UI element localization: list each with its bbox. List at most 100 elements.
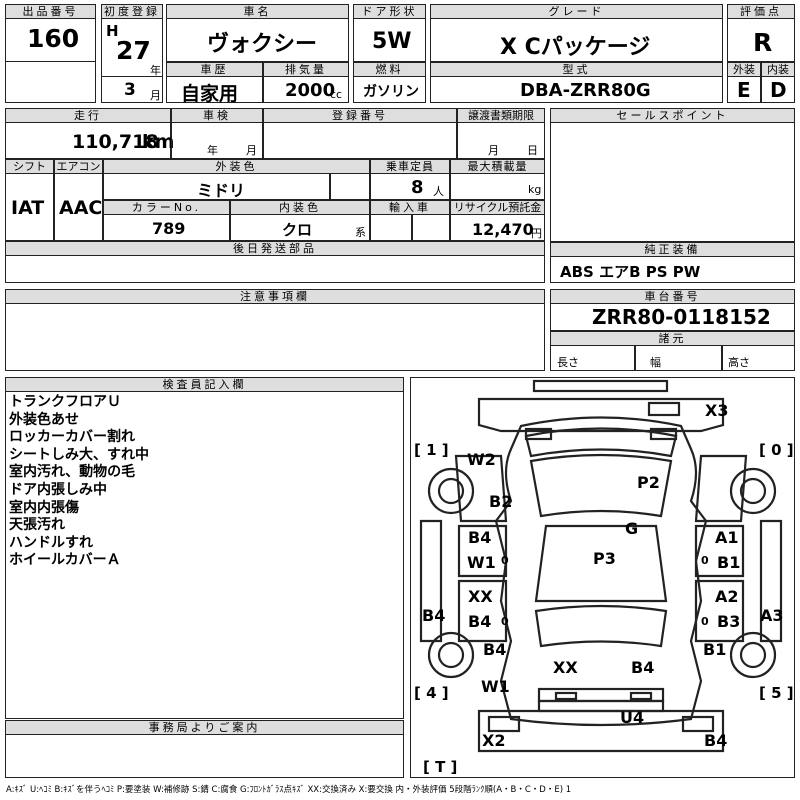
inspector-note: 室内汚れ、動物の毛 xyxy=(9,464,136,481)
corner-5: [ 5 ] xyxy=(759,684,794,702)
genuine-label: 純正装備 xyxy=(550,242,795,257)
fuel-box xyxy=(353,76,426,103)
first-reg-divider xyxy=(101,76,163,77)
ext-grade-box xyxy=(727,76,761,103)
fuel-label: 燃料 xyxy=(353,62,426,77)
inspector-note: ロッカーカバー割れ xyxy=(9,429,135,446)
office-label: 事務局よりご案内 xyxy=(5,720,404,735)
dmg-u4: U4 xyxy=(620,708,644,727)
history: 自家用 xyxy=(181,83,239,105)
transfer-box xyxy=(457,122,545,159)
dmg-a3: A3 xyxy=(760,606,784,625)
inspector-label: 検査員記入欄 xyxy=(5,377,404,392)
first-reg-month: 3 xyxy=(124,80,136,100)
transfer-month-unit: 月 xyxy=(488,144,499,157)
inspector-note: ホイールカバーＡ xyxy=(9,552,121,569)
door-box xyxy=(353,18,426,62)
chassis: ZRR80-0118152 xyxy=(592,305,771,329)
inspection-label: 車検 xyxy=(171,108,263,123)
dmg-b4-side: B4 xyxy=(422,606,445,625)
person-unit: 人 xyxy=(433,185,444,198)
spec-height-box xyxy=(722,345,795,371)
first-reg-box xyxy=(101,18,163,103)
color-no-label: カラーNo. xyxy=(103,200,230,215)
import-label: 輸入車 xyxy=(370,200,450,215)
dmg-b3: B3 xyxy=(717,612,740,631)
corner-4: [ 4 ] xyxy=(414,684,449,702)
inspector-note: ドア内張しみ中 xyxy=(9,481,107,498)
inspector-note: 天張汚れ xyxy=(9,517,65,534)
max-load-label: 最大積載量 xyxy=(450,159,545,174)
sales-box xyxy=(550,122,795,242)
genuine: ABS エアB PS PW xyxy=(560,263,701,281)
score: R xyxy=(753,28,773,57)
model: DBA-ZRR80G xyxy=(520,80,651,101)
inspector-note: ハンドルすれ xyxy=(9,534,93,551)
shift-label: シフト xyxy=(5,159,54,174)
int-grade-label: 内装 xyxy=(761,62,795,77)
dmg-g: G xyxy=(625,519,638,538)
car-name-box xyxy=(166,18,349,62)
inspector-notes: トランクフロアＵ 外装色あせ ロッカーカバー割れ シートしみ大、すれ中 室内汚れ… xyxy=(9,394,149,570)
genuine-box xyxy=(550,256,795,283)
reg-no-box xyxy=(263,122,457,159)
import-box xyxy=(370,214,412,241)
corner-t: [ T ] xyxy=(423,758,457,776)
inspector-box xyxy=(5,391,404,719)
ext-grade-label: 外装 xyxy=(727,62,761,77)
color-no-box xyxy=(103,214,230,241)
notes-label: 注意事項欄 xyxy=(5,289,545,304)
zero-l1: 0 xyxy=(501,554,509,567)
zero-r2: 0 xyxy=(701,615,709,628)
zero-l2: 0 xyxy=(501,615,509,628)
score-label: 評価点 xyxy=(727,4,795,19)
ext-color-label: 外装色 xyxy=(103,159,370,174)
yen-unit: 円 xyxy=(531,227,542,240)
recycle: 12,470 xyxy=(472,220,534,239)
dmg-x3: X3 xyxy=(705,401,728,420)
inspector-note: トランクフロアＵ xyxy=(9,394,121,410)
grade-box xyxy=(430,18,723,62)
capacity: 8 xyxy=(411,177,424,198)
inspection-month-unit: 月 xyxy=(246,144,257,157)
zero-r1: 0 xyxy=(701,554,709,567)
ext-color-box2 xyxy=(330,173,370,200)
first-reg-year: 27 xyxy=(116,36,151,65)
mileage-box xyxy=(5,122,171,159)
dmg-b2: B2 xyxy=(489,492,512,511)
car-name-label: 車名 xyxy=(166,4,349,19)
displacement-box xyxy=(263,76,349,103)
inspector-note: 外装色あせ xyxy=(9,411,79,428)
aircon-box xyxy=(54,173,103,241)
model-label: 型式 xyxy=(430,62,723,77)
dmg-b1-2: B1 xyxy=(703,640,726,659)
chassis-box xyxy=(550,303,795,331)
km-unit: km xyxy=(142,131,175,153)
mileage: 110,718 xyxy=(72,131,159,153)
recycle-box xyxy=(450,214,545,241)
max-load-box xyxy=(450,173,545,200)
inspector-note: 室内内張傷 xyxy=(9,499,79,516)
import-box2 xyxy=(412,214,450,241)
car-diagram: X3 W2 P2 B2 G B4 A1 W1 P3 B1 XX A2 B4 B3… xyxy=(410,377,795,778)
dmg-b1-1: B1 xyxy=(717,553,740,572)
spec-height: 高さ xyxy=(728,356,750,369)
cc-unit: cc xyxy=(330,88,343,101)
first-reg-label: 初度登録 xyxy=(101,4,163,19)
car-diagram-svg: X3 W2 P2 B2 G B4 A1 W1 P3 B1 XX A2 B4 B3… xyxy=(414,379,794,776)
inspection-box xyxy=(171,122,263,159)
dmg-x2: X2 xyxy=(482,731,505,750)
kei-unit: 系 xyxy=(355,226,366,239)
month-unit: 月 xyxy=(150,89,161,102)
later-parts-box xyxy=(5,255,545,283)
capacity-box xyxy=(370,173,450,200)
later-parts-label: 後日発送部品 xyxy=(5,241,545,256)
mileage-label: 走行 xyxy=(5,108,171,123)
int-grade-box xyxy=(761,76,795,103)
dmg-a1: A1 xyxy=(715,528,739,547)
dmg-w2: W2 xyxy=(467,450,496,469)
dmg-w1-2: W1 xyxy=(481,677,510,696)
dmg-xx-1: XX xyxy=(468,587,493,606)
dmg-p3: P3 xyxy=(593,549,616,568)
car-name: ヴォクシー xyxy=(207,32,318,57)
